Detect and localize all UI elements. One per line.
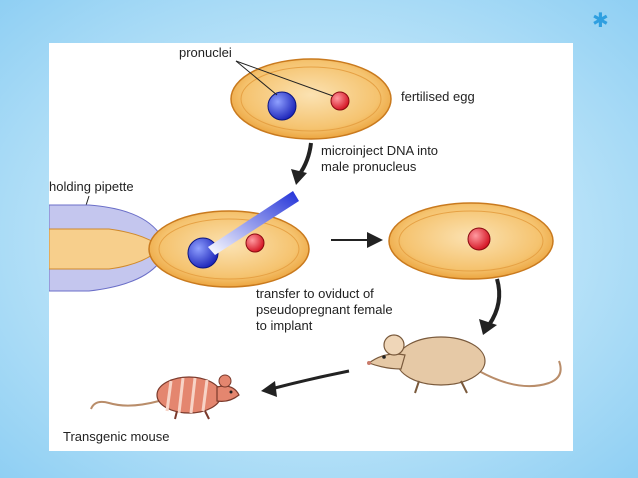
fertilised-egg-label: fertilised egg bbox=[401, 89, 475, 104]
injected-egg bbox=[148, 210, 310, 288]
transgenic-mouse-diagram: pronuclei fertilised egg microinject DNA… bbox=[49, 45, 562, 444]
microinject-arrow-head bbox=[291, 169, 307, 185]
female-pronucleus bbox=[330, 91, 350, 111]
female-pronucleus-injected bbox=[245, 233, 265, 253]
transfer-label-line2: pseudopregnant female bbox=[256, 302, 393, 317]
transfer-arrow-head bbox=[479, 319, 497, 335]
embryo-egg bbox=[388, 202, 554, 280]
microinject-arrow bbox=[297, 142, 313, 177]
microinject-label-line2: male pronucleus bbox=[321, 159, 417, 174]
diagram-panel: pronuclei fertilised egg microinject DNA… bbox=[49, 43, 573, 451]
pseudopregnant-mouse-illustration bbox=[367, 334, 562, 394]
pronuclei-label: pronuclei bbox=[179, 45, 232, 60]
transfer-label-line3: to implant bbox=[256, 318, 313, 333]
holding-pipette bbox=[49, 204, 160, 292]
transfer-arrow bbox=[487, 278, 502, 327]
male-pronucleus bbox=[267, 91, 297, 121]
pronuclei-pointer-blue bbox=[235, 60, 278, 96]
microinject-label-line1: microinject DNA into bbox=[321, 143, 438, 158]
transgenic-mouse-label: Transgenic mouse bbox=[63, 429, 169, 444]
pronuclei-pointer-red bbox=[235, 60, 334, 97]
injection-needle bbox=[208, 191, 299, 255]
single-pronucleus bbox=[467, 227, 491, 251]
transgenic-mouse-illustration bbox=[90, 374, 240, 420]
star-bullet-icon: ✱ bbox=[592, 8, 609, 32]
transfer-label-line1: transfer to oviduct of bbox=[256, 286, 374, 301]
fertilised-egg bbox=[230, 58, 392, 140]
holding-pipette-label: holding pipette bbox=[49, 179, 134, 194]
to-transgenic-arrow-head bbox=[261, 381, 277, 397]
to-transgenic-arrow bbox=[270, 369, 350, 391]
